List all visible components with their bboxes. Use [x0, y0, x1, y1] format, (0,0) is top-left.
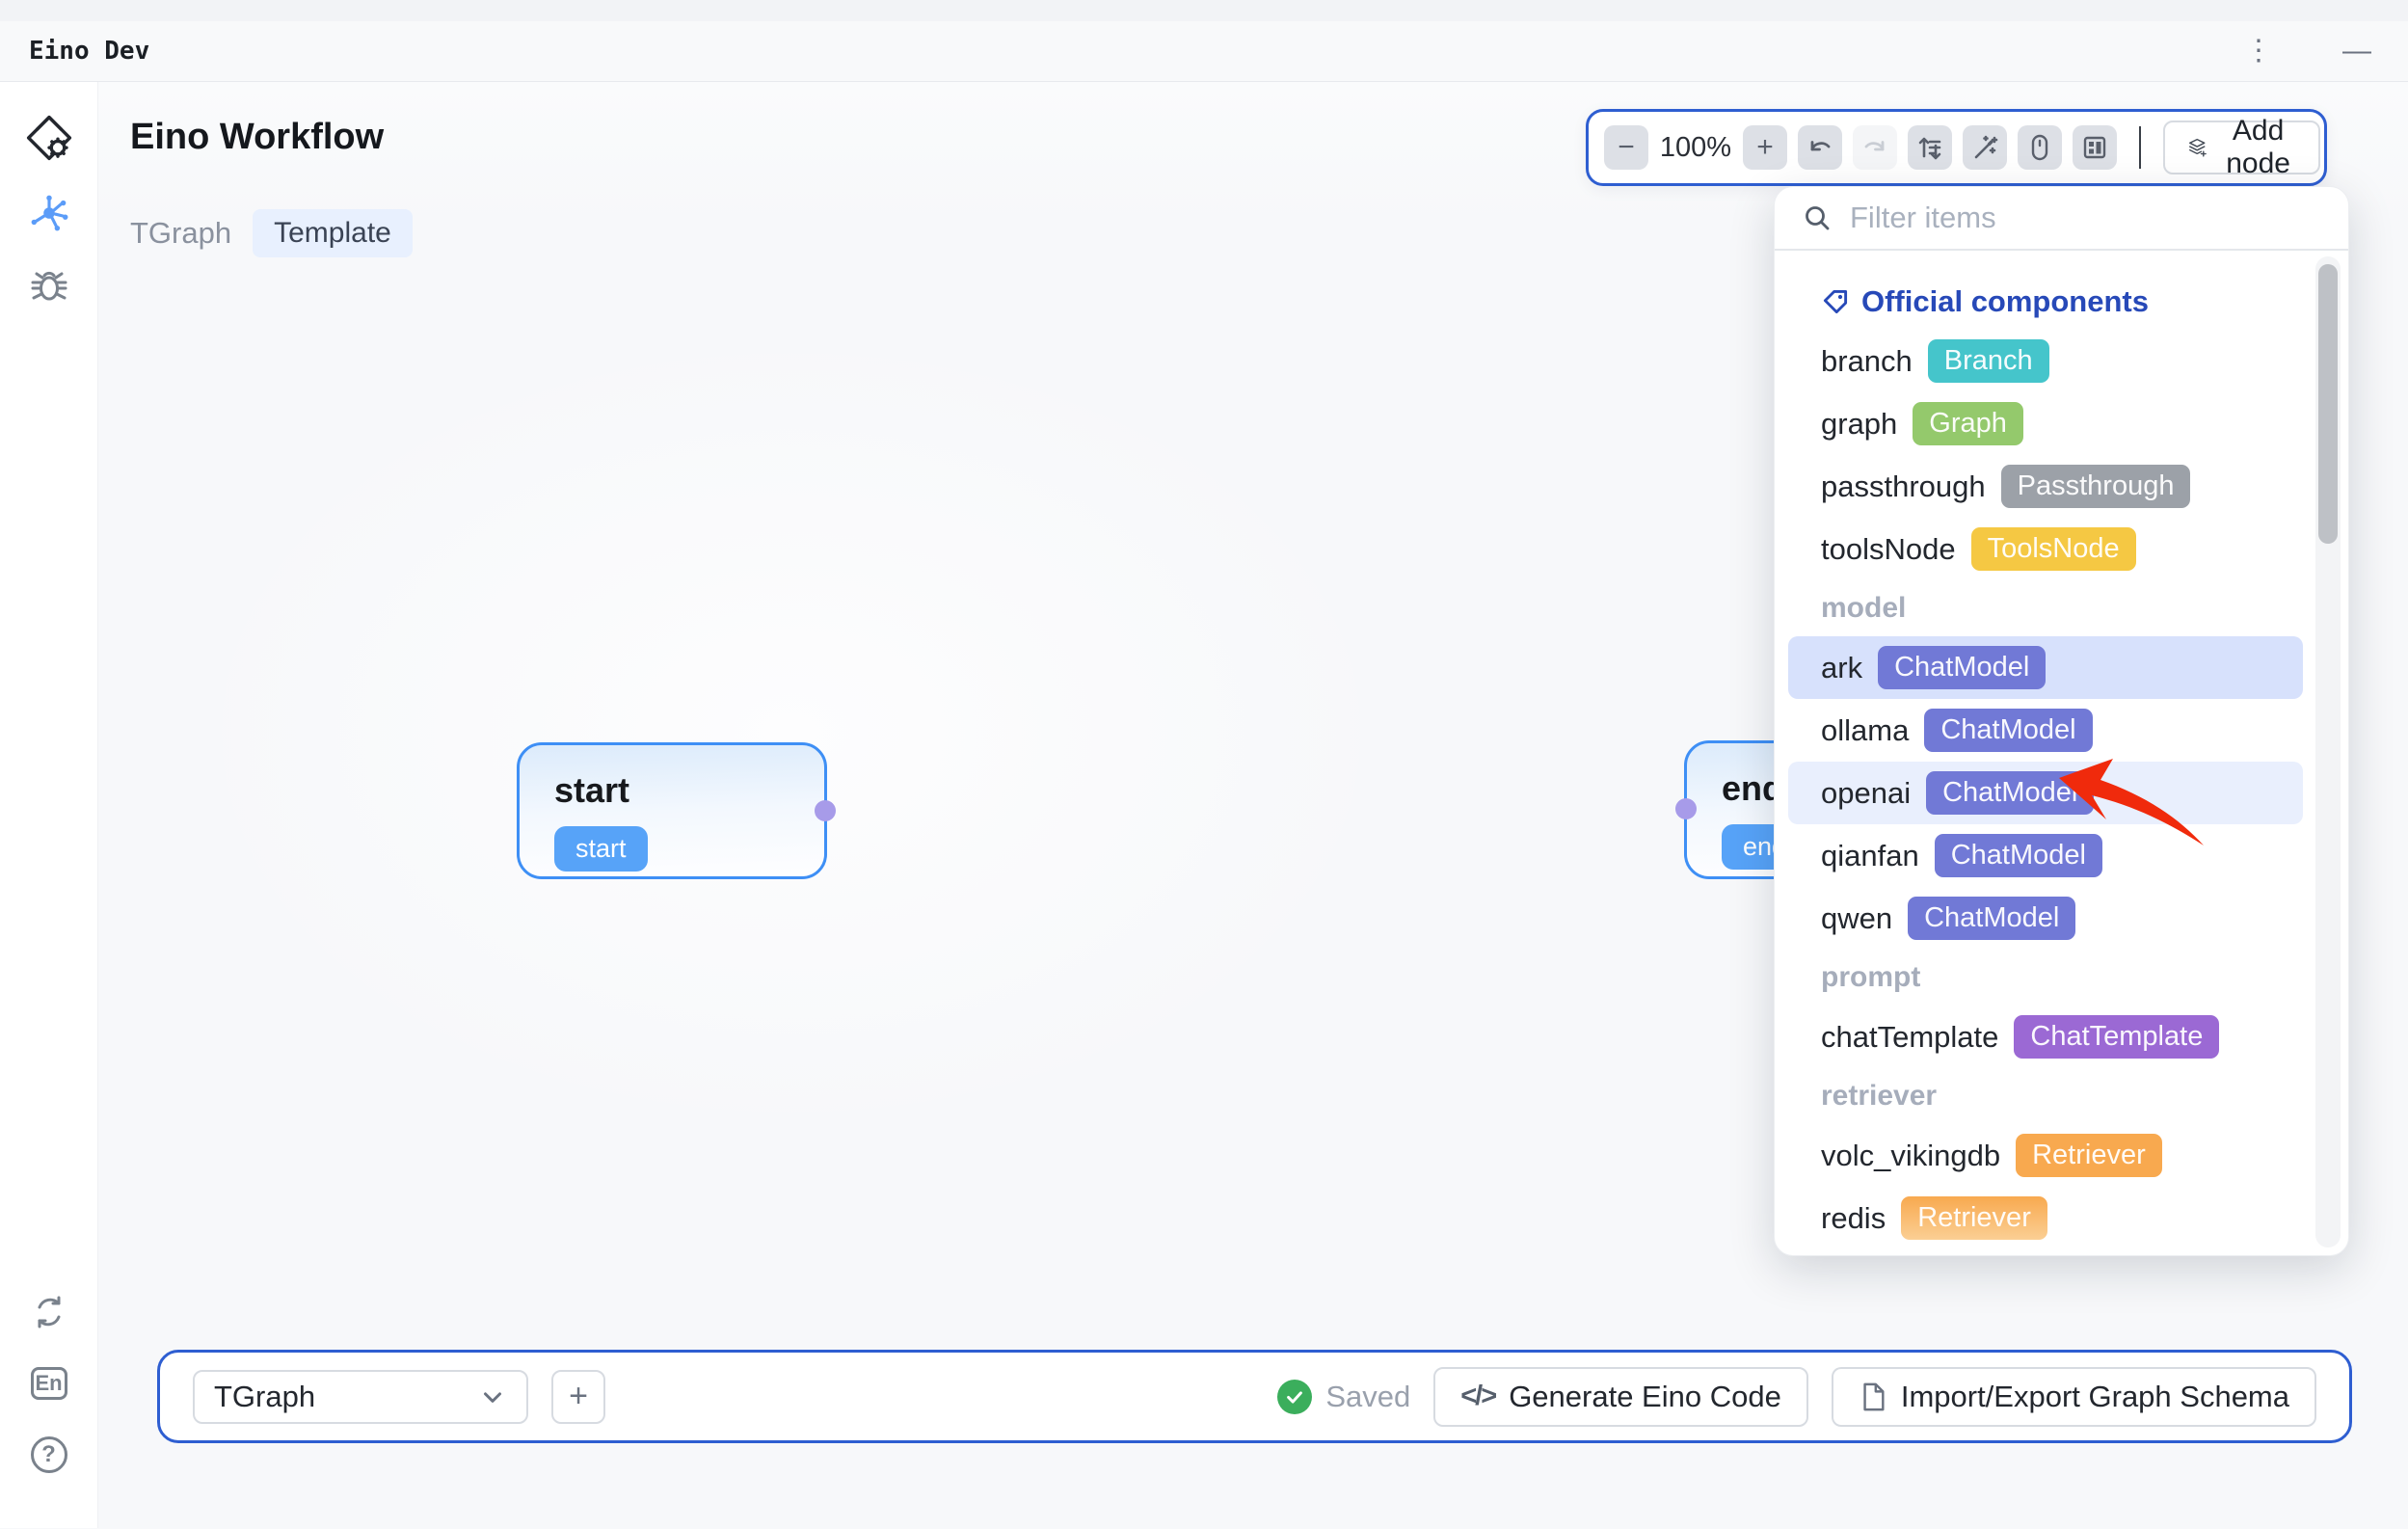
- component-item-toolsNode[interactable]: toolsNode ToolsNode: [1788, 518, 2303, 580]
- toolbar-divider: [2139, 126, 2141, 169]
- official-components-header: Official components: [1775, 274, 2348, 330]
- undo-button[interactable]: [1798, 125, 1842, 170]
- sidebar-item-workflow[interactable]: [26, 190, 72, 236]
- graph-tabs: TGraph Template: [130, 209, 413, 257]
- component-item-passthrough[interactable]: passthrough Passthrough: [1788, 455, 2303, 518]
- import-export-schema-label: Import/Export Graph Schema: [1900, 1379, 2289, 1413]
- type-badge: Graph: [1913, 402, 2023, 445]
- component-item-openai[interactable]: openai ChatModel: [1788, 762, 2303, 824]
- page-title: Eino Workflow: [130, 117, 385, 157]
- node-start-badge: start: [554, 826, 648, 872]
- sidebar-item-debug[interactable]: [26, 261, 72, 308]
- minimize-icon[interactable]: —: [2342, 35, 2371, 67]
- type-badge: Retriever: [2016, 1134, 2162, 1177]
- add-node-button[interactable]: Add node: [2163, 115, 2320, 179]
- redo-button[interactable]: [1853, 125, 1897, 170]
- section-label-prompt: prompt: [1821, 961, 1921, 993]
- template-badge[interactable]: Template: [253, 209, 413, 257]
- type-badge: ChatModel: [1926, 771, 2095, 815]
- mouse-mode-button[interactable]: [2018, 125, 2062, 170]
- node-end-title: end: [1722, 768, 1784, 808]
- component-item-volc-vikingdb[interactable]: volc_vikingdb Retriever: [1788, 1124, 2303, 1187]
- import-export-schema-button[interactable]: Import/Export Graph Schema: [1831, 1366, 2316, 1427]
- generate-eino-code-label: Generate Eino Code: [1509, 1379, 1781, 1413]
- sidebar-item-language[interactable]: En: [26, 1360, 72, 1407]
- zoom-out-button[interactable]: −: [1604, 125, 1648, 170]
- node-start-output-port[interactable]: [815, 800, 836, 821]
- file-icon: [1863, 1382, 1885, 1410]
- component-item-chatTemplate[interactable]: chatTemplate ChatTemplate: [1788, 1006, 2303, 1068]
- panel-scrollbar-thumb[interactable]: [2318, 264, 2338, 544]
- bottom-action-bar: TGraph + Saved </> Generate Eino Code: [157, 1350, 2352, 1443]
- filter-items-input[interactable]: [1850, 201, 2321, 235]
- type-badge: Branch: [1927, 339, 2049, 383]
- node-start-title: start: [554, 770, 630, 810]
- section-label-retriever: retriever: [1821, 1080, 1938, 1112]
- component-picker-panel: Official components branch Branch graph …: [1774, 186, 2349, 1256]
- tag-icon: [1823, 289, 1848, 314]
- canvas-toolbar: − 100% +: [1586, 109, 2327, 186]
- type-badge: ChatModel: [1924, 709, 2093, 752]
- type-badge: ChatModel: [1934, 834, 2102, 877]
- type-badge: ChatTemplate: [2014, 1015, 2220, 1059]
- node-end-input-port[interactable]: [1675, 798, 1697, 819]
- panel-scrollbar-track[interactable]: [2315, 256, 2341, 1247]
- section-label-model: model: [1821, 592, 1907, 624]
- eino-logo-icon: [22, 111, 76, 165]
- add-graph-button[interactable]: +: [551, 1369, 605, 1424]
- type-badge: ChatModel: [1908, 897, 2076, 940]
- sidebar-item-help[interactable]: ?: [26, 1432, 72, 1478]
- component-item-ollama[interactable]: ollama ChatModel: [1788, 699, 2303, 762]
- node-start[interactable]: start start: [517, 742, 836, 879]
- add-node-label: Add node: [2226, 115, 2290, 179]
- type-badge: Passthrough: [2000, 465, 2191, 508]
- chevron-down-icon: [484, 1391, 501, 1403]
- save-status: Saved: [1277, 1379, 1411, 1414]
- language-icon: En: [30, 1367, 67, 1400]
- window-title: Eino Dev: [29, 37, 150, 66]
- auto-layout-button[interactable]: [1908, 125, 1952, 170]
- component-list: Official components branch Branch graph …: [1775, 251, 2348, 1255]
- zoom-level: 100%: [1659, 131, 1732, 163]
- graph-select[interactable]: TGraph: [193, 1369, 528, 1424]
- window-titlebar: Eino Dev ⋮ —: [0, 21, 2408, 82]
- graph-select-value: TGraph: [214, 1379, 316, 1413]
- component-item-graph[interactable]: graph Graph: [1788, 392, 2303, 455]
- component-item-branch[interactable]: branch Branch: [1788, 330, 2303, 392]
- component-item-ark[interactable]: ark ChatModel: [1788, 636, 2303, 699]
- component-item-redis[interactable]: redis Retriever: [1788, 1187, 2303, 1249]
- component-item-qwen[interactable]: qwen ChatModel: [1788, 887, 2303, 950]
- help-icon: ?: [30, 1436, 67, 1473]
- minimap-panel-button[interactable]: [2073, 125, 2117, 170]
- sidebar-item-refresh[interactable]: [26, 1289, 72, 1335]
- type-badge: Retriever: [1901, 1196, 2047, 1240]
- graph-name-label: TGraph: [130, 216, 232, 250]
- layers-plus-icon: [2189, 138, 2207, 157]
- type-badge: ToolsNode: [1970, 527, 2136, 571]
- zoom-in-button[interactable]: +: [1743, 125, 1787, 170]
- component-item-qianfan[interactable]: qianfan ChatModel: [1788, 824, 2303, 887]
- saved-check-icon: [1277, 1379, 1313, 1414]
- kebab-menu-icon[interactable]: ⋮: [2244, 35, 2273, 67]
- code-icon: </>: [1460, 1381, 1497, 1411]
- os-strip: [0, 0, 2408, 21]
- generate-eino-code-button[interactable]: </> Generate Eino Code: [1433, 1366, 1808, 1427]
- type-badge: ChatModel: [1878, 646, 2047, 689]
- workflow-canvas[interactable]: Eino Workflow TGraph Template start star…: [98, 82, 2408, 1528]
- search-icon: [1806, 206, 1830, 230]
- magic-wand-button[interactable]: [1963, 125, 2007, 170]
- filter-search-row: [1775, 187, 2348, 251]
- left-sidebar: En ?: [0, 82, 98, 1528]
- saved-status-text: Saved: [1325, 1379, 1411, 1413]
